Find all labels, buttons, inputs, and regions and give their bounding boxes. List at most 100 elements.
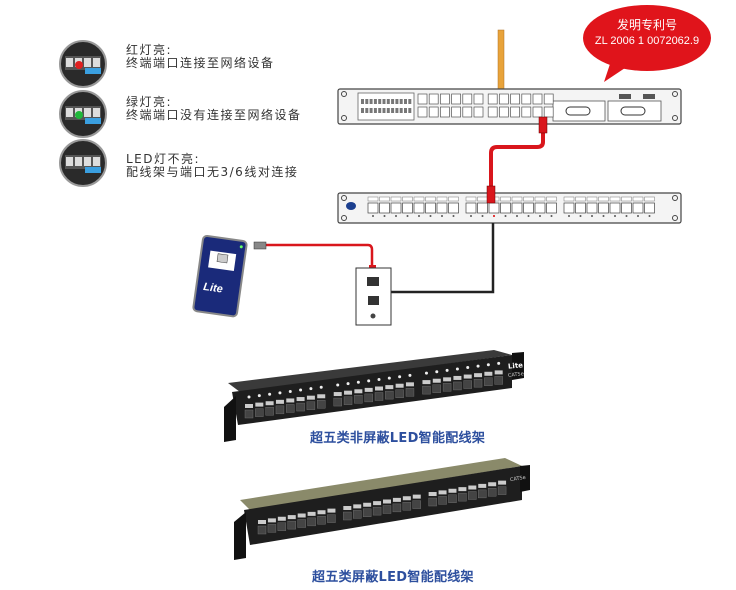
network-switch (337, 88, 682, 125)
switch-port (487, 93, 498, 105)
patch-port (488, 202, 500, 214)
patch-port (494, 376, 503, 385)
legend-description: 配线架与端口无3/6线对连接 (126, 165, 299, 179)
switch-port (451, 106, 461, 118)
patch-port (413, 202, 425, 214)
patch-port (317, 516, 326, 525)
patch-port (609, 202, 621, 214)
product-caption-stp: 超五类屏蔽LED智能配线架 (312, 570, 474, 585)
cable-tester-device: Lite (192, 234, 248, 318)
legend-item-red: 红灯亮: 终端端口连接至网络设备 (126, 44, 275, 70)
patch-port (484, 377, 493, 386)
patch-port (265, 407, 274, 416)
patch-port (306, 401, 316, 410)
product-caption-utp: 超五类非屏蔽LED智能配线架 (310, 431, 486, 446)
patch-port (395, 389, 404, 398)
patch-port (385, 390, 394, 400)
patch-port (379, 202, 390, 214)
patch-port (354, 395, 363, 404)
patch-port (392, 503, 402, 513)
patch-port (511, 202, 523, 214)
patch-port (621, 202, 632, 214)
switch-port (543, 106, 554, 118)
switch-port (462, 93, 473, 105)
patch-port (534, 202, 546, 214)
patch-port (327, 514, 336, 523)
switch-port (440, 106, 450, 118)
patent-title: 发明专利号 (616, 18, 677, 32)
patch-port (382, 505, 392, 514)
product-stp-patch-panel (234, 458, 530, 560)
switch-port (521, 106, 532, 118)
patch-port (287, 520, 296, 530)
patch-port (267, 524, 277, 533)
patch-port (465, 202, 477, 214)
switch-port (543, 93, 554, 105)
patch-port (296, 402, 305, 412)
patch-port (257, 525, 267, 535)
switch-port (462, 106, 473, 118)
led-indicator (75, 61, 83, 69)
patch-port (432, 384, 441, 393)
patch-port (402, 502, 412, 511)
legend-heading: 红灯亮: (126, 43, 173, 57)
patch-port (343, 396, 353, 405)
patch-port (563, 202, 575, 214)
wall-outlet (355, 267, 392, 326)
switch-port (532, 106, 543, 118)
legend-item-green: 绿灯亮: 终端端口没有连接至网络设备 (126, 96, 302, 122)
patch-port (468, 491, 477, 500)
patch-port (275, 405, 285, 415)
patch-port (412, 500, 421, 509)
switch-port (473, 93, 484, 105)
patch-cord-red (489, 126, 545, 200)
switch-port (532, 93, 543, 105)
legend-led-off-icon (59, 139, 107, 187)
patch-port (317, 400, 326, 409)
patch-port (255, 408, 264, 417)
patch-port (523, 202, 534, 214)
switch-port (440, 93, 450, 105)
brand-logo-icon (346, 202, 356, 210)
patch-port (598, 202, 609, 214)
switch-port (417, 106, 428, 118)
patch-port (353, 510, 362, 519)
patch-port (307, 517, 316, 527)
switch-port (428, 106, 439, 118)
legend-led-red-icon (59, 40, 107, 88)
patch-port (405, 388, 415, 397)
patch-port (372, 506, 382, 516)
patch-port (632, 202, 644, 214)
patch-port (575, 202, 586, 214)
patch-port (277, 522, 287, 531)
patch-panel-diagram (337, 192, 682, 224)
product-utp-patch-panel (224, 350, 524, 442)
patch-port (458, 492, 467, 502)
patch-port (374, 392, 384, 401)
patch-port (586, 202, 598, 214)
patch-port (425, 202, 436, 214)
led-indicator (75, 111, 83, 119)
patent-bubble (583, 5, 711, 82)
product-brand-logo: Lite (507, 361, 524, 371)
patch-port (402, 202, 413, 214)
patch-port (297, 519, 306, 528)
patch-port (442, 383, 452, 392)
patch-port (362, 508, 372, 517)
legend-heading: LED灯不亮: (126, 152, 201, 166)
switch-port (487, 106, 498, 118)
patch-port (333, 397, 342, 407)
patch-port (364, 393, 373, 403)
switch-port (428, 93, 439, 105)
patch-port (448, 494, 457, 503)
legend-led-green-icon (59, 90, 107, 138)
patch-port (343, 511, 352, 521)
patch-port (497, 486, 507, 495)
switch-port (510, 93, 520, 105)
patent-number: ZL 2006 1 0072062.9 (594, 35, 700, 47)
switch-port (499, 93, 509, 105)
switch-port (510, 106, 520, 118)
patch-port (477, 202, 488, 214)
patch-port (286, 404, 295, 413)
